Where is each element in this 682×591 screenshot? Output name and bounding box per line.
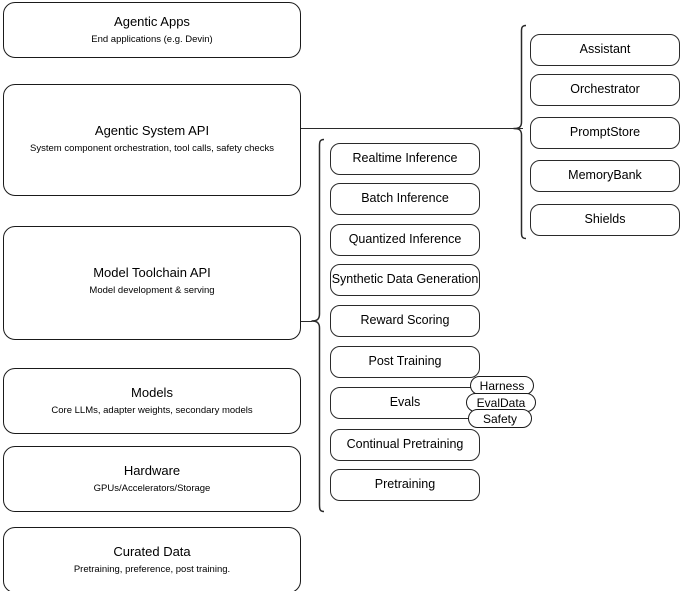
component-label: Orchestrator — [570, 82, 640, 97]
layer-box-hardware[interactable]: Hardware GPUs/Accelerators/Storage — [3, 446, 301, 512]
layer-box-agentic-apps[interactable]: Agentic Apps End applications (e.g. Devi… — [3, 2, 301, 58]
layer-title: Models — [131, 384, 173, 400]
capability-quantized-inference[interactable]: Quantized Inference — [330, 224, 480, 256]
capability-synthetic-data-generation[interactable]: Synthetic Data Generation — [330, 264, 480, 296]
layer-subtitle: Core LLMs, adapter weights, secondary mo… — [51, 405, 253, 417]
layer-subtitle: System component orchestration, tool cal… — [30, 143, 274, 155]
component-label: PromptStore — [569, 125, 641, 140]
brace-agentic-system-components — [512, 24, 528, 248]
capability-label: Realtime Inference — [352, 151, 458, 166]
layer-title: Curated Data — [113, 543, 191, 559]
layer-title: Agentic System API — [94, 123, 210, 138]
component-assistant[interactable]: Assistant — [530, 34, 680, 66]
brace-toolchain-capabilities — [310, 138, 326, 520]
layer-box-models[interactable]: Models Core LLMs, adapter weights, secon… — [3, 368, 301, 434]
badge-label: Safety — [482, 411, 518, 426]
layer-box-model-toolchain-api[interactable]: Model Toolchain API Model development & … — [3, 226, 301, 340]
layer-subtitle: End applications (e.g. Devin) — [91, 34, 213, 46]
badge-label: EvalData — [476, 395, 526, 410]
capability-label: Post Training — [368, 354, 442, 369]
capability-post-training[interactable]: Post Training — [330, 346, 480, 378]
connector-line-agentic-system — [301, 128, 523, 130]
evals-badge-harness[interactable]: Harness — [470, 376, 534, 395]
capability-pretraining[interactable]: Pretraining — [330, 469, 480, 501]
capability-label: Synthetic Data Generation — [331, 272, 479, 287]
layer-subtitle: Pretraining, preference, post training. — [73, 564, 231, 576]
component-promptstore[interactable]: PromptStore — [530, 117, 680, 149]
layer-subtitle: GPUs/Accelerators/Storage — [93, 483, 211, 495]
capability-batch-inference[interactable]: Batch Inference — [330, 183, 480, 215]
component-label: Shields — [584, 212, 626, 227]
layer-box-agentic-system-api[interactable]: Agentic System API System component orch… — [3, 84, 301, 196]
evals-badge-safety[interactable]: Safety — [468, 409, 532, 428]
capability-label: Batch Inference — [361, 191, 449, 206]
layer-subtitle: Model development & serving — [89, 285, 215, 297]
capability-label: Quantized Inference — [348, 232, 462, 247]
component-orchestrator[interactable]: Orchestrator — [530, 74, 680, 106]
layer-box-curated-data[interactable]: Curated Data Pretraining, preference, po… — [3, 527, 301, 591]
badge-label: Harness — [479, 378, 525, 393]
component-label: Assistant — [579, 42, 631, 57]
capability-label: Reward Scoring — [360, 313, 450, 328]
capability-realtime-inference[interactable]: Realtime Inference — [330, 143, 480, 175]
layer-title: Hardware — [123, 462, 181, 478]
layer-title: Model Toolchain API — [93, 265, 211, 280]
capability-continual-pretraining[interactable]: Continual Pretraining — [330, 429, 480, 461]
component-shields[interactable]: Shields — [530, 204, 680, 236]
capability-evals[interactable]: Evals — [330, 387, 480, 419]
capability-label: Evals — [389, 395, 421, 410]
layer-title: Agentic Apps — [114, 13, 190, 29]
component-label: MemoryBank — [568, 168, 642, 183]
capability-label: Pretraining — [374, 477, 436, 492]
connector-stub-model-toolchain — [301, 321, 312, 323]
evals-badge-evaldata[interactable]: EvalData — [466, 393, 536, 412]
capability-label: Continual Pretraining — [346, 437, 464, 452]
component-memorybank[interactable]: MemoryBank — [530, 160, 680, 192]
capability-reward-scoring[interactable]: Reward Scoring — [330, 305, 480, 337]
